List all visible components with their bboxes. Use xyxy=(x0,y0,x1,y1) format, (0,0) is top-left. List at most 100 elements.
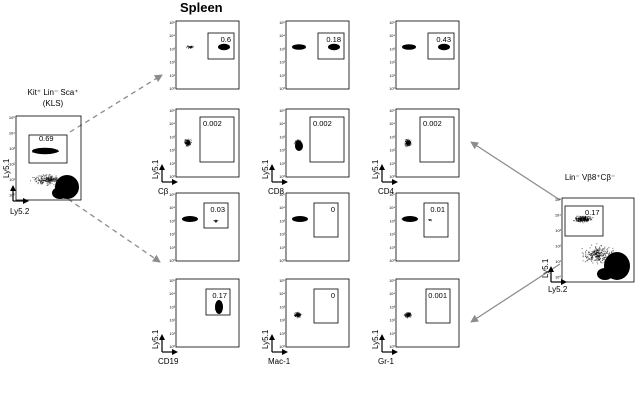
panel-y-tick: 10⁴ xyxy=(169,292,175,296)
panel-frame xyxy=(395,20,460,90)
panel-gate-value: 0.18 xyxy=(326,35,341,44)
panel-y-tick: 10⁰ xyxy=(169,175,175,179)
panel-x-label: Gr-1 xyxy=(378,357,395,366)
panel-y-tick: 10⁰ xyxy=(279,175,285,179)
column-axis-labels: Ly5.1CβLy5.1CD8Ly5.1CD4Ly5.1CD19Ly5.1Mac… xyxy=(151,159,398,366)
panel-y-tick: 10⁴ xyxy=(389,122,395,126)
panel-y-tick: 10² xyxy=(390,319,396,323)
kls-plot-frame xyxy=(15,115,82,201)
panel-gate xyxy=(423,202,449,238)
kls-y-label: Ly5.1 xyxy=(2,158,11,178)
panel-y-tick: 10³ xyxy=(170,135,176,139)
panel-y-tick: 10³ xyxy=(280,135,286,139)
vb8-gate xyxy=(564,205,604,237)
panel-gate xyxy=(425,288,451,324)
panel-y-tick: 10⁵ xyxy=(279,109,285,113)
panel-population-left xyxy=(402,44,416,50)
panel-gate xyxy=(309,116,345,163)
panel-gate-value: 0 xyxy=(331,205,335,214)
panel-frame xyxy=(175,108,240,178)
panel-y-tick: 10¹ xyxy=(280,332,286,336)
vb8-y-tick: 10⁰ xyxy=(555,275,561,280)
kls-caption-line2: (KLS) xyxy=(43,99,64,108)
vb8-caption: Lin⁻ Vβ8⁺Cβ⁻ xyxy=(565,173,615,182)
panel-y-tick: 10¹ xyxy=(390,162,396,166)
vb8-y-label: Ly5.1 xyxy=(541,258,550,278)
vb8-y-tick: 10³ xyxy=(555,228,561,233)
panel-y-label: Ly5.1 xyxy=(151,329,160,349)
arrows xyxy=(67,74,561,323)
vb8-population-ly52-core xyxy=(597,268,613,280)
panel-gate-value: 0.01 xyxy=(430,205,445,214)
panel-gate xyxy=(203,202,229,229)
panel-y-tick: 10³ xyxy=(280,305,286,309)
panel-x-label: CD8 xyxy=(268,187,285,196)
panel-gate-value: 0.002 xyxy=(423,119,442,128)
panel-y-tick: 10¹ xyxy=(390,74,396,78)
panel-y-tick: 10⁰ xyxy=(279,87,285,91)
panel-population-left xyxy=(182,216,198,222)
panel-y-tick: 10⁵ xyxy=(169,279,175,283)
panel-y-tick: 10¹ xyxy=(390,246,396,250)
panel-y-tick: 10³ xyxy=(390,305,396,309)
panel-y-tick: 10² xyxy=(170,61,176,65)
panel-population-gated xyxy=(328,43,340,51)
panel-x-label: Mac-1 xyxy=(268,357,291,366)
panel-y-tick: 10³ xyxy=(390,47,396,51)
vb8-y-tick: 10¹ xyxy=(555,259,561,264)
panel-gate xyxy=(427,32,455,60)
panel-y-label: Ly5.1 xyxy=(261,329,270,349)
panel-gate xyxy=(199,116,235,163)
panel-y-tick: 10² xyxy=(170,149,176,153)
kls-y-tick: 10¹ xyxy=(9,177,15,182)
panel-y-tick: 10⁰ xyxy=(279,259,285,263)
kls-x-label: Ly5.2 xyxy=(10,207,30,216)
panel-population-gated xyxy=(215,300,223,314)
panel-y-tick: 10¹ xyxy=(390,332,396,336)
panel-gate xyxy=(317,32,345,60)
vb8-x-label: Ly5.2 xyxy=(548,285,568,294)
panel-y-tick: 10⁴ xyxy=(169,206,175,210)
panel-y-tick: 10⁵ xyxy=(169,193,175,197)
panel-y-tick: 10² xyxy=(390,61,396,65)
panel-y-tick: 10² xyxy=(280,149,286,153)
panel-y-tick: 10⁰ xyxy=(389,175,395,179)
panel-y-tick: 10² xyxy=(280,61,286,65)
panel-gate xyxy=(419,116,455,163)
panel-y-tick: 10⁵ xyxy=(169,21,175,25)
panel-y-tick: 10³ xyxy=(280,47,286,51)
panel-y-tick: 10¹ xyxy=(170,246,176,250)
solid-arrow-lower xyxy=(470,263,561,323)
panel-y-label: Ly5.1 xyxy=(371,329,380,349)
panel-gate-value: 0.03 xyxy=(210,205,225,214)
panel-y-tick: 10² xyxy=(170,319,176,323)
panel-x-label: CD4 xyxy=(378,187,395,196)
panel-y-tick: 10³ xyxy=(390,135,396,139)
panel-y-tick: 10⁰ xyxy=(389,87,395,91)
panel-population-gated xyxy=(438,43,450,51)
panel-y-tick: 10⁵ xyxy=(389,109,395,113)
panel-gate-value: 0.002 xyxy=(313,119,332,128)
panel-r2-c3: 10⁵ 10⁴ 10³ 10² 10¹ 10⁰ 0.002 xyxy=(389,108,460,179)
panel-frame xyxy=(175,20,240,90)
kls-y-tick: 10⁵ xyxy=(9,115,15,120)
panel-y-tick: 10¹ xyxy=(170,332,176,336)
panel-y-tick: 10³ xyxy=(170,219,176,223)
panel-y-tick: 10⁵ xyxy=(279,21,285,25)
dashed-arrow-upper xyxy=(69,74,163,133)
panel-y-tick: 10¹ xyxy=(280,162,286,166)
vb8-y-tick: 10⁴ xyxy=(555,213,561,218)
panel-y-tick: 10² xyxy=(390,149,396,153)
figure-title: Spleen xyxy=(180,0,223,15)
panel-gate xyxy=(207,32,235,60)
vb8-y-tick: 10² xyxy=(555,244,561,249)
